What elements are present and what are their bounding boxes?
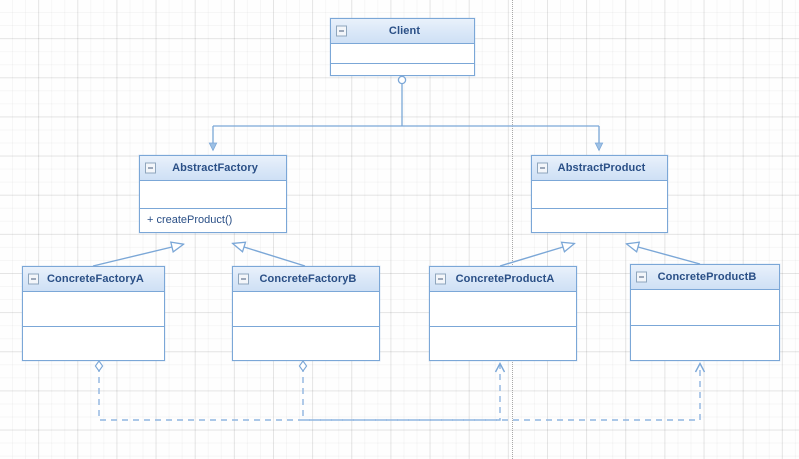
page-break-divider [512,0,513,459]
generalization-concretefactorya [92,247,172,267]
association-source-circle [397,75,407,85]
collapse-minus-icon[interactable] [435,273,446,285]
uml-class-title: ConcreteFactoryB [259,273,357,285]
uml-operations-compartment[interactable]: + createProduct() [140,209,286,232]
uml-class-client[interactable]: Client [330,18,475,76]
uml-class-concrete-product-b[interactable]: ConcreteProductB [630,264,780,361]
relationship-dependency-a [94,360,506,421]
uml-class-header[interactable]: AbstractFactory [140,156,286,181]
collapse-minus-icon[interactable] [238,273,249,285]
uml-class-header[interactable]: Client [331,19,474,44]
collapse-minus-icon[interactable] [537,162,548,174]
uml-class-title: ConcreteProductA [455,273,555,285]
uml-class-abstract-product[interactable]: AbstractProduct [531,155,668,233]
uml-operations-compartment[interactable] [233,327,379,360]
uml-operations-compartment[interactable] [331,64,474,75]
generalization-concretefactoryb [244,247,306,267]
relationship-generalizations-factory [92,247,306,267]
uml-class-concrete-product-a[interactable]: ConcreteProductA [429,266,577,361]
uml-attributes-compartment[interactable] [430,292,576,327]
uml-class-header[interactable]: ConcreteProductA [430,267,576,292]
uml-class-concrete-factory-a[interactable]: ConcreteFactoryA [22,266,165,361]
collapse-minus-icon[interactable] [336,25,347,37]
relationship-client-associations [208,75,604,152]
uml-operations-compartment[interactable] [430,327,576,360]
uml-class-concrete-factory-b[interactable]: ConcreteFactoryB [232,266,380,361]
uml-attributes-compartment[interactable] [233,292,379,327]
uml-class-header[interactable]: ConcreteFactoryB [233,267,379,292]
uml-class-title: Client [388,25,421,37]
uml-class-header[interactable]: ConcreteFactoryA [23,267,164,292]
uml-class-header[interactable]: ConcreteProductB [631,265,779,290]
uml-operations-compartment[interactable] [23,327,164,360]
uml-operations-compartment[interactable] [532,209,667,232]
uml-attributes-compartment[interactable] [331,44,474,64]
dependency-line-a [94,360,506,421]
collapse-minus-icon[interactable] [28,273,39,285]
uml-class-title: ConcreteFactoryA [47,273,144,285]
uml-operations-compartment[interactable] [631,326,779,359]
uml-class-title: ConcreteProductB [657,271,757,283]
uml-attributes-compartment[interactable] [532,181,667,209]
uml-class-title: AbstractFactory [172,162,258,174]
collapse-minus-icon[interactable] [145,162,156,174]
uml-class-header[interactable]: AbstractProduct [532,156,667,181]
collapse-minus-icon[interactable] [636,271,647,283]
uml-attributes-compartment[interactable] [631,290,779,326]
generalization-concreteproductb [638,247,701,265]
uml-operation-row: + createProduct() [147,214,233,226]
uml-class-abstract-factory[interactable]: AbstractFactory + createProduct() [139,155,287,233]
uml-attributes-compartment[interactable] [140,181,286,209]
uml-attributes-compartment[interactable] [23,292,164,327]
uml-class-title: AbstractProduct [557,162,646,174]
relationship-dependency-b [298,360,706,421]
generalization-concreteproducta [499,247,563,267]
dependency-line-b [298,360,706,421]
relationship-generalizations-product [499,247,701,267]
